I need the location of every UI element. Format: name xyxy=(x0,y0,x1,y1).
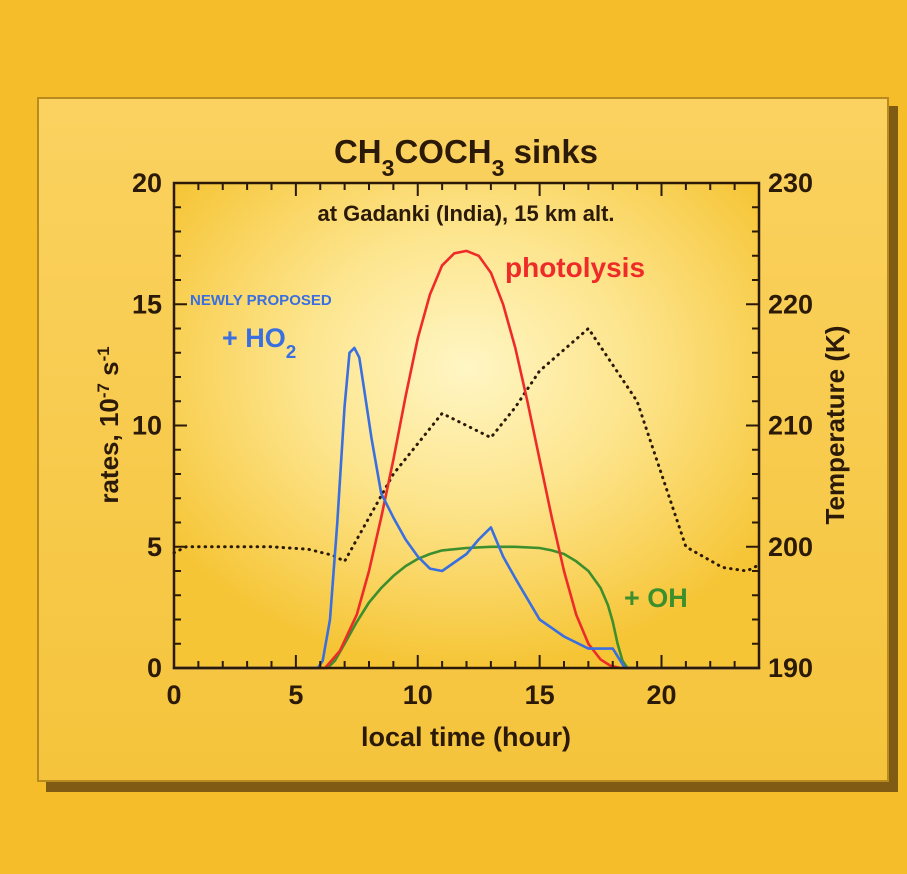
y-axis-label: rates, 10-7 s-1 xyxy=(94,346,125,503)
y2-tick-label: 210 xyxy=(768,411,813,441)
series-ho2-line xyxy=(172,346,761,670)
y2-tick-label: 190 xyxy=(768,653,813,683)
x-tick-label: 10 xyxy=(403,680,433,710)
chart-title: CH3COCH3 sinks xyxy=(334,133,598,181)
y-tick-label: 5 xyxy=(147,532,162,562)
x-tick-label: 0 xyxy=(166,680,181,710)
chart-subtitle: at Gadanki (India), 15 km alt. xyxy=(317,201,614,226)
photolysis-series-label: photolysis xyxy=(505,252,645,283)
series-temperature-line xyxy=(172,327,761,573)
y2-tick-label: 220 xyxy=(768,289,813,319)
y-tick-label: 15 xyxy=(132,289,162,319)
series-layer xyxy=(172,249,761,670)
plot-area xyxy=(174,183,759,668)
x-tick-label: 20 xyxy=(646,680,676,710)
x-tick-label: 15 xyxy=(525,680,555,710)
newly-proposed-annotation: NEWLY PROPOSED xyxy=(190,292,332,309)
x-tick-label: 5 xyxy=(288,680,303,710)
x-axis-label: local time (hour) xyxy=(361,722,571,752)
series-photolysis-line xyxy=(172,249,761,670)
y-tick-label: 0 xyxy=(147,653,162,683)
y2-tick-label: 200 xyxy=(768,532,813,562)
series-oh-line xyxy=(172,545,761,670)
y2-axis-label: Temperature (K) xyxy=(820,326,850,525)
ho2-series-label: + HO2 xyxy=(222,323,296,363)
y-tick-label: 10 xyxy=(132,411,162,441)
y2-tick-label: 230 xyxy=(768,168,813,198)
oh-series-label: + OH xyxy=(624,583,688,613)
y-tick-label: 20 xyxy=(132,168,162,198)
